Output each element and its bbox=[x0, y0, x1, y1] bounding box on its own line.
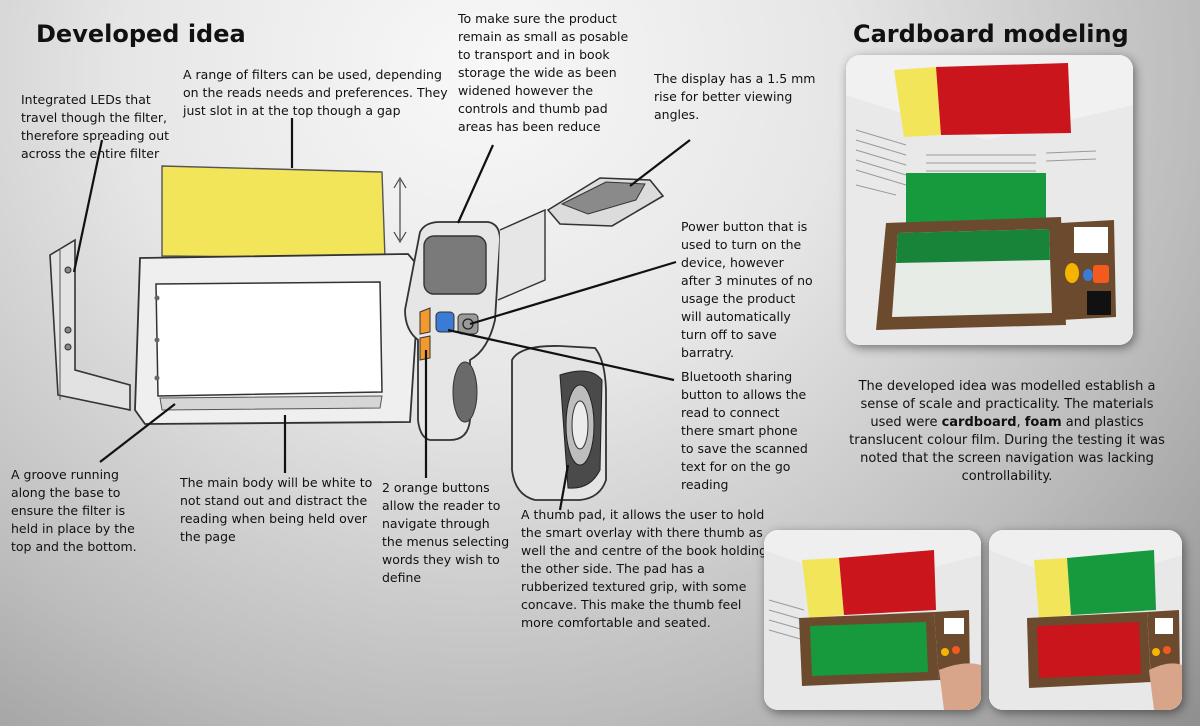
slot-arrow bbox=[393, 176, 407, 244]
test-photo-yellow-green bbox=[989, 530, 1182, 710]
bluetooth-note: Bluetooth sharing button to allows the r… bbox=[681, 369, 808, 492]
groove-note: A groove running along the base to ensur… bbox=[11, 467, 137, 554]
leds-note: Integrated LEDs that travel though the f… bbox=[21, 92, 170, 161]
thumb-pad-detail bbox=[511, 345, 607, 501]
size-note: To make sure the product remain as small… bbox=[458, 11, 629, 134]
cardboard-keyword: cardboard bbox=[941, 415, 1017, 430]
main-frame bbox=[134, 253, 421, 425]
leader-lines bbox=[72, 118, 691, 511]
main-body-note: The main body will be white to not stand… bbox=[180, 475, 373, 544]
led-bracket bbox=[49, 238, 131, 411]
thumb-pad-note: A thumb pad, it allows the user to hold … bbox=[521, 507, 767, 630]
foam-keyword: foam bbox=[1024, 415, 1062, 430]
developed-idea-title: Developed idea bbox=[36, 20, 246, 48]
device-sketch bbox=[49, 118, 691, 511]
display-note: The display has a 1.5 mm rise for better… bbox=[654, 71, 816, 122]
power-button-note: Power button that is used to turn on the… bbox=[681, 219, 813, 360]
test-photo-yellow-red bbox=[764, 530, 981, 710]
cardboard-model-photo bbox=[846, 55, 1133, 345]
display-detail bbox=[546, 177, 665, 227]
cardboard-summary: The developed idea was modelled establis… bbox=[849, 379, 1165, 484]
cardboard-modeling-title: Cardboard modeling bbox=[853, 20, 1129, 48]
orange-buttons-note: 2 orange buttons allow the reader to nav… bbox=[382, 480, 510, 585]
filters-note: A range of filters can be used, dependin… bbox=[183, 67, 448, 118]
